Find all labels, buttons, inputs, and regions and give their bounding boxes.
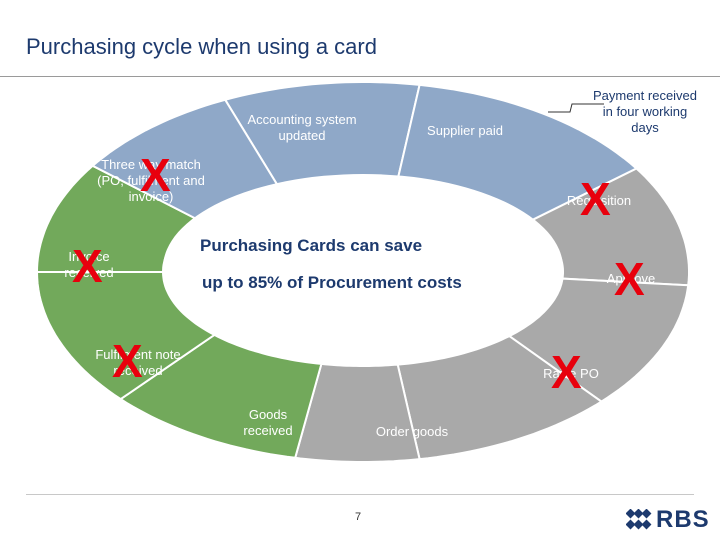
segment-label-fulfilment: Fulfilment note received — [95, 347, 181, 378]
rbs-logo-text: RBS — [656, 506, 710, 533]
center-headline: Purchasing Cards can save — [200, 236, 423, 255]
footer-rule — [26, 494, 694, 495]
segment-label-accounting: Accounting system updated — [247, 112, 357, 143]
payment-callout: Payment received in four working days — [592, 88, 698, 135]
segment-label-requisition: Requisition — [566, 193, 632, 208]
segment-label-order: Order goods — [375, 424, 449, 439]
slide-title: Purchasing cycle when using a card — [26, 34, 377, 59]
cross-mark-three-way: X — [140, 149, 171, 201]
cross-mark-invoice: X — [72, 240, 103, 292]
cross-mark-approve: X — [614, 253, 645, 305]
center-subline: up to 85% of Procurement costs — [202, 273, 462, 292]
cross-mark-fulfilment: X — [112, 335, 143, 387]
segment-label-goods: Goods received — [243, 407, 293, 438]
cross-mark-requisition: X — [580, 173, 611, 225]
segment-label-supplier: Supplier paid — [427, 123, 503, 138]
title-rule — [0, 76, 720, 77]
ring-center — [163, 174, 563, 362]
cross-mark-raise-po: X — [551, 346, 582, 398]
segment-label-raise-po: Raise PO — [543, 366, 599, 381]
rbs-logo: RBS — [626, 506, 710, 534]
segment-label-invoice: Invoice received — [64, 249, 114, 280]
callout-leader — [548, 103, 604, 113]
segment-label-three-way: Three way match (PO, fulfilment and invo… — [97, 157, 205, 204]
rbs-daisy-icon — [626, 509, 652, 530]
segment-label-approve: Approve — [606, 271, 656, 286]
page-number: 7 — [355, 511, 362, 523]
